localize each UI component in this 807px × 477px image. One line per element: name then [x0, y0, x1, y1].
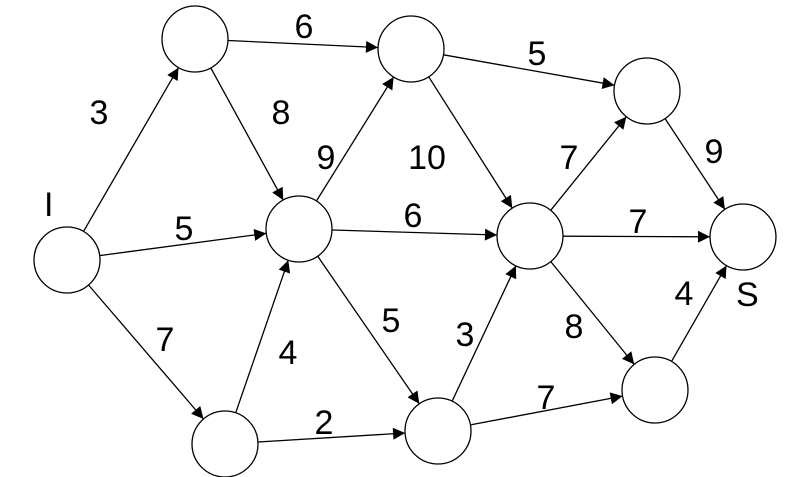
edge-weight-i-a: 3: [90, 94, 109, 132]
edge-weight-g-h: 2: [315, 404, 334, 442]
edge-b-c: [443, 54, 615, 90]
node-j: [621, 356, 689, 424]
edge-weight-j-s: 4: [675, 275, 694, 313]
edge-weight-a-b: 6: [295, 8, 314, 46]
edge-d-b: [315, 76, 395, 202]
edge-i-g: [88, 284, 204, 420]
edge-i-a: [82, 67, 180, 232]
edge-c-s: [664, 118, 726, 210]
edge-weight-h-e: 3: [456, 316, 475, 354]
node-c: [613, 57, 681, 125]
edge-a-d: [210, 67, 284, 201]
edge-weight-d-h: 5: [382, 302, 401, 340]
edge-d-h: [317, 255, 420, 405]
edge-d-e: [331, 228, 498, 241]
edge-e-j: [550, 261, 635, 365]
nodes: [33, 5, 777, 477]
edge-a-b: [227, 39, 379, 53]
node-a: [161, 5, 229, 73]
edge-g-d: [235, 259, 291, 414]
edge-weight-b-c: 5: [528, 35, 547, 73]
sink-label: S: [736, 276, 759, 314]
node-sink: [709, 203, 777, 271]
edge-h-j: [470, 392, 623, 426]
edge-weight-b-e: 10: [408, 139, 446, 177]
edge-g-h: [257, 427, 406, 443]
edge-weight-i-d: 5: [175, 210, 194, 248]
edge-weight-e-s: 7: [629, 203, 648, 241]
edge-i-d: [99, 229, 267, 257]
node-h: [404, 397, 472, 465]
node-e: [496, 202, 564, 270]
edge-weight-e-j: 8: [565, 308, 584, 346]
edge-weight-g-d: 4: [279, 334, 298, 372]
edges: [82, 39, 728, 443]
edge-weight-h-j: 7: [537, 379, 556, 417]
edge-weight-e-c: 7: [560, 139, 579, 177]
edge-h-e: [451, 265, 517, 402]
edge-weight-c-s: 9: [705, 133, 724, 171]
node-g: [191, 410, 259, 477]
edge-e-c: [550, 116, 627, 211]
node-b: [377, 15, 445, 83]
edge-j-s: [670, 265, 728, 362]
edge-weight-i-g: 7: [156, 321, 175, 359]
edge-e-s: [562, 230, 711, 243]
edge-weight-d-e: 6: [404, 197, 423, 235]
edge-b-e: [428, 76, 513, 209]
edge-weight-a-d: 8: [272, 94, 291, 132]
source-label: I: [44, 186, 53, 224]
node-d: [265, 195, 333, 263]
node-source: [33, 226, 101, 294]
edge-weight-d-b: 9: [317, 139, 336, 177]
